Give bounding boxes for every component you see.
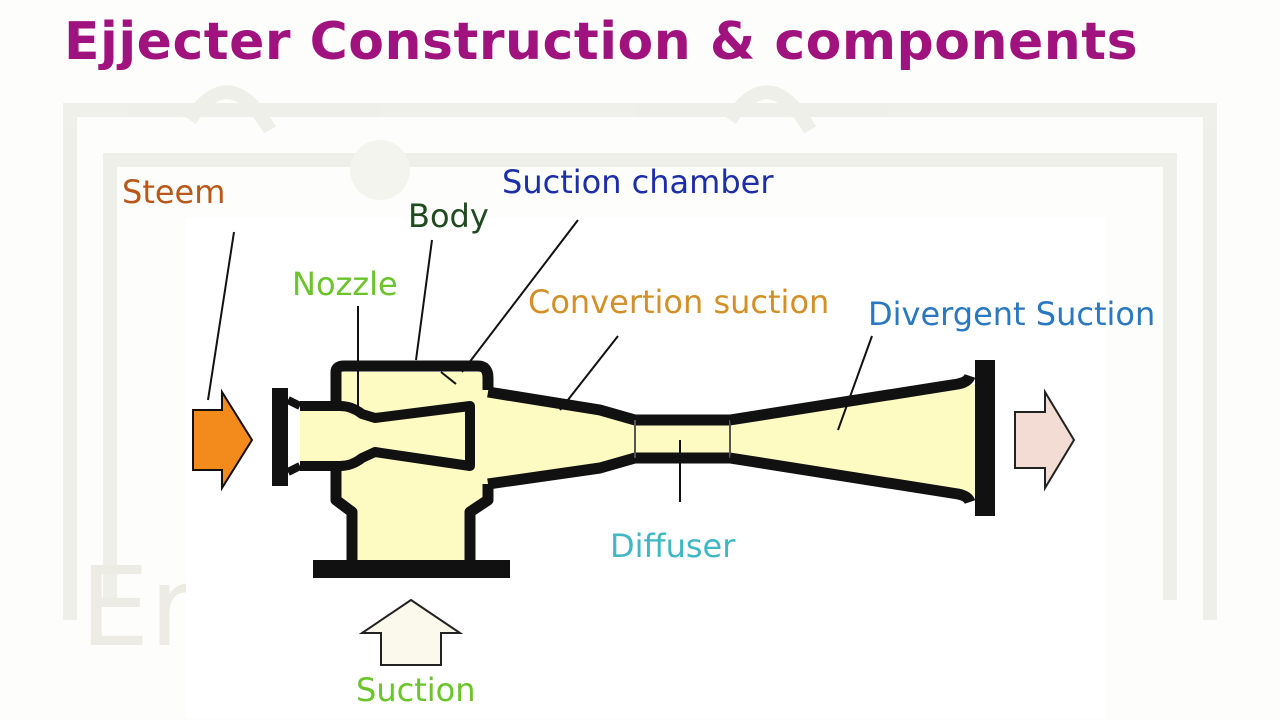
leader-lines: [207, 219, 873, 502]
converging-section-outline: [487, 386, 730, 426]
diverging-section-outline: [729, 373, 976, 426]
steam-inlet-flange: [272, 388, 288, 486]
label-divergent-suction: Divergent Suction: [868, 295, 1156, 333]
label-body: Body: [408, 197, 489, 235]
label-convertion-suction: Convertion suction: [528, 283, 830, 321]
label-diffuser: Diffuser: [610, 527, 736, 565]
label-nozzle: Nozzle: [292, 265, 398, 303]
steam-inlet-arrow-icon: [192, 388, 254, 492]
label-steem: Steem: [122, 173, 226, 211]
label-suction-chamber: Suction chamber: [502, 163, 774, 201]
suction-arrow-icon: [358, 598, 464, 666]
nozzle-outline: [300, 401, 475, 471]
page-title: Ejjecter Construction & components: [64, 12, 1139, 72]
exit-arrow-icon: [1014, 388, 1076, 492]
suction-flange: [313, 560, 510, 578]
label-suction: Suction: [356, 671, 476, 709]
exit-flange: [975, 360, 995, 516]
svg-text:Er: Er: [80, 543, 196, 671]
lower-chamber-outline: [330, 468, 494, 562]
suction-chamber-outline: [330, 360, 494, 408]
